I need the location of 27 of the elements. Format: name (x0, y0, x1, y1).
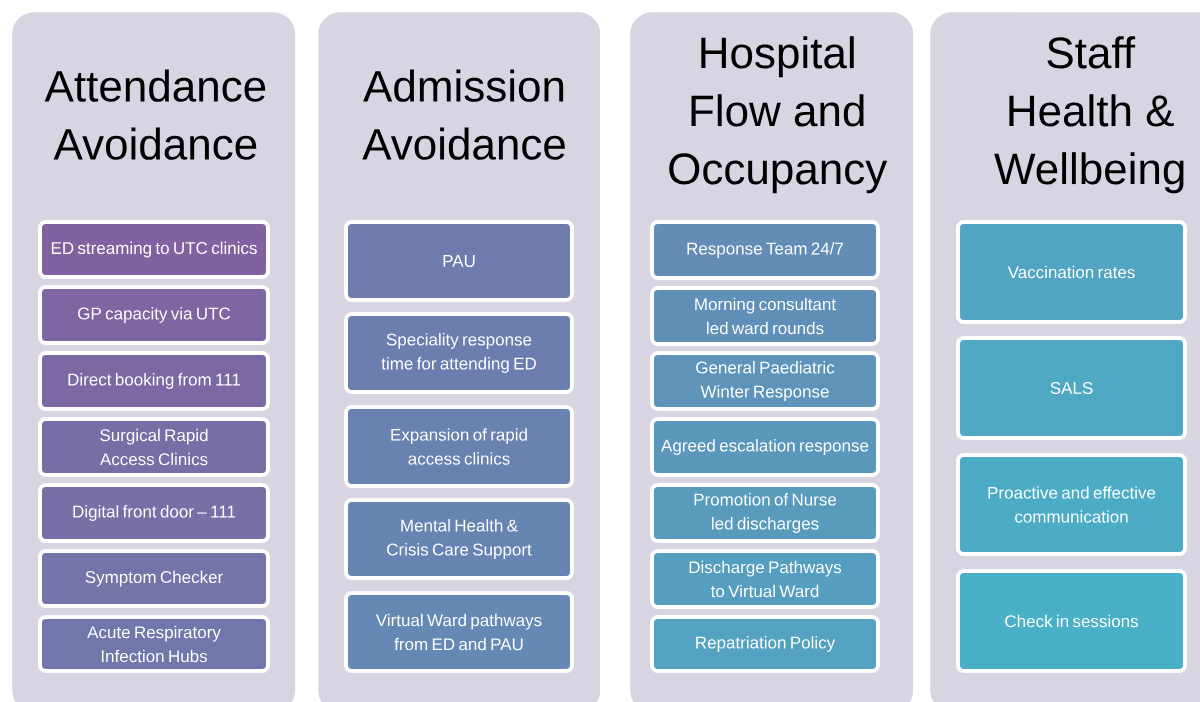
item-box: Surgical Rapid Access Clinics (38, 417, 270, 477)
item-box: PAU (344, 220, 574, 302)
item-box: Discharge Pathways to Virtual Ward (650, 549, 880, 609)
item-box: Check in sessions (956, 569, 1187, 673)
item-box: Proactive and effective communication (956, 453, 1187, 556)
item-box: Digital front door – 111 (38, 483, 270, 543)
item-box: ED streaming to UTC clinics (38, 220, 270, 279)
item-box: Promotion of Nurse led discharges (650, 483, 880, 543)
item-box: Symptom Checker (38, 549, 270, 608)
item-box: GP capacity via UTC (38, 285, 270, 345)
item-box: Agreed escalation response (650, 417, 880, 477)
item-box: Speciality response time for attending ED (344, 312, 574, 394)
column-title: Staff Health & Wellbeing (994, 36, 1184, 194)
column-title: Attendance Avoidance (44, 69, 266, 160)
item-box: Virtual Ward pathways from ED and PAU (344, 591, 574, 673)
item-box: Mental Health & Crisis Care Support (344, 498, 574, 580)
column-title: Admission Avoidance (362, 69, 565, 160)
item-box: Expansion of rapid access clinics (344, 405, 574, 488)
item-box: Acute Respiratory Infection Hubs (38, 615, 270, 673)
item-box: General Paediatric Winter Response (650, 351, 880, 411)
item-box: Repatriation Policy (650, 615, 880, 673)
column-title: Hospital Flow and Occupancy (669, 36, 888, 194)
item-box: SALS (956, 336, 1187, 440)
item-box: Direct booking from 111 (38, 351, 270, 411)
item-box: Response Team 24/7 (650, 220, 880, 280)
item-box: Vaccination rates (956, 220, 1187, 324)
item-box: Morning consultant led ward rounds (650, 286, 880, 346)
